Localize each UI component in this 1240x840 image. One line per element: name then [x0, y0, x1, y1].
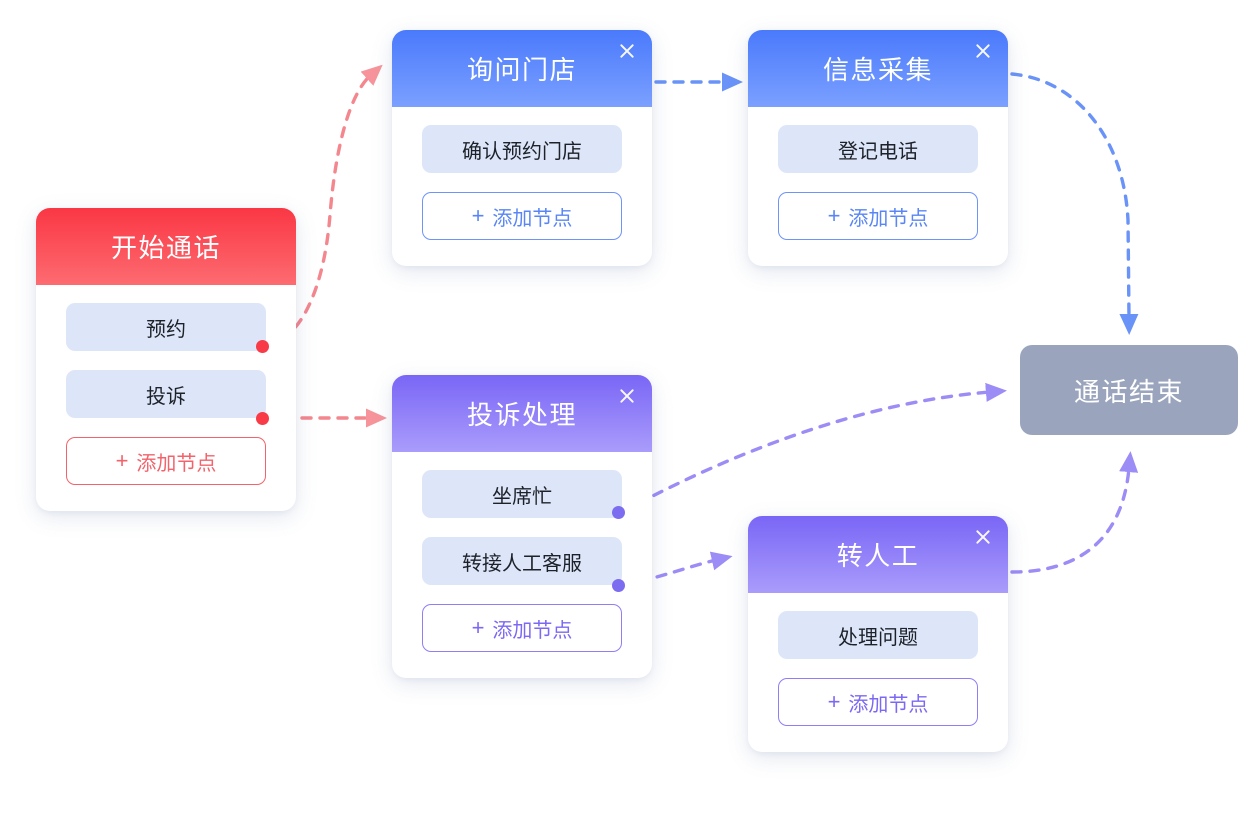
- option-label: 处理问题: [838, 626, 918, 649]
- port-dot-yuyue[interactable]: [256, 340, 269, 353]
- option-label: 登记电话: [838, 140, 918, 163]
- node-body-collect-info: 登记电话 + 添加节点: [748, 107, 1008, 266]
- node-title-collect-info: 信息采集: [822, 55, 933, 85]
- option-label: 坐席忙: [492, 485, 552, 508]
- node-start-call[interactable]: 开始通话 预约 投诉 + 添加节点: [36, 208, 296, 511]
- option-pill-agent-busy[interactable]: 坐席忙: [422, 470, 622, 518]
- plus-icon: +: [471, 203, 485, 228]
- node-title-ask-store: 询问门店: [466, 55, 577, 85]
- add-node-label: 添加节点: [492, 207, 573, 230]
- plus-icon: +: [115, 448, 129, 473]
- option-pill-handle-issue[interactable]: 处理问题: [778, 611, 978, 659]
- close-icon[interactable]: [972, 526, 994, 548]
- option-pill-yuyue[interactable]: 预约: [66, 303, 266, 351]
- add-node-button-collect-info[interactable]: + 添加节点: [778, 192, 978, 240]
- edge-collect-info-to-call-end: [1010, 72, 1139, 335]
- plus-icon: +: [827, 203, 841, 228]
- node-body-complaint-handling: 坐席忙 转接人工客服 + 添加节点: [392, 452, 652, 678]
- node-title-complaint-handling: 投诉处理: [466, 400, 577, 430]
- add-node-label: 添加节点: [848, 207, 929, 230]
- option-label: 投诉: [146, 385, 186, 408]
- option-pill-tousu[interactable]: 投诉: [66, 370, 266, 418]
- option-label: 确认预约门店: [462, 140, 582, 163]
- add-node-button-ask-store[interactable]: + 添加节点: [422, 192, 622, 240]
- node-header-complaint-handling: 投诉处理: [392, 375, 652, 452]
- edge-agent-to-call-end: [1010, 451, 1139, 574]
- node-header-transfer-agent: 转人工: [748, 516, 1008, 593]
- node-collect-info[interactable]: 信息采集 登记电话 + 添加节点: [748, 30, 1008, 266]
- node-title-transfer-agent: 转人工: [836, 541, 920, 571]
- option-pill-confirm-store[interactable]: 确认预约门店: [422, 125, 622, 173]
- close-icon[interactable]: [972, 40, 994, 62]
- node-call-end[interactable]: 通话结束: [1020, 345, 1238, 435]
- close-icon[interactable]: [616, 385, 638, 407]
- node-header-collect-info: 信息采集: [748, 30, 1008, 107]
- node-title-start-call: 开始通话: [110, 233, 221, 263]
- add-node-button-complaint-handling[interactable]: + 添加节点: [422, 604, 622, 652]
- add-node-button-start-call[interactable]: + 添加节点: [66, 437, 266, 485]
- node-header-start-call: 开始通话: [36, 208, 296, 285]
- node-complaint-handling[interactable]: 投诉处理 坐席忙 转接人工客服 + 添加节点: [392, 375, 652, 678]
- port-dot-agent-busy[interactable]: [612, 506, 625, 519]
- plus-icon: +: [827, 689, 841, 714]
- node-title-call-end: 通话结束: [1073, 376, 1184, 407]
- option-label: 转接人工客服: [462, 552, 582, 575]
- port-dot-transfer-human[interactable]: [612, 579, 625, 592]
- edge-complaint-busy-to-call-end: [620, 382, 1007, 514]
- node-body-start-call: 预约 投诉 + 添加节点: [36, 285, 296, 511]
- node-body-transfer-agent: 处理问题 + 添加节点: [748, 593, 1008, 752]
- node-transfer-agent[interactable]: 转人工 处理问题 + 添加节点: [748, 516, 1008, 752]
- plus-icon: +: [471, 615, 485, 640]
- port-dot-tousu[interactable]: [256, 412, 269, 425]
- node-ask-store[interactable]: 询问门店 确认预约门店 + 添加节点: [392, 30, 652, 266]
- option-label: 预约: [146, 318, 186, 341]
- close-icon[interactable]: [616, 40, 638, 62]
- node-body-ask-store: 确认预约门店 + 添加节点: [392, 107, 652, 266]
- add-node-label: 添加节点: [848, 693, 929, 716]
- add-node-button-transfer-agent[interactable]: + 添加节点: [778, 678, 978, 726]
- node-header-ask-store: 询问门店: [392, 30, 652, 107]
- option-pill-transfer-human[interactable]: 转接人工客服: [422, 537, 622, 585]
- add-node-label: 添加节点: [136, 452, 217, 475]
- option-pill-register-phone[interactable]: 登记电话: [778, 125, 978, 173]
- add-node-label: 添加节点: [492, 619, 573, 642]
